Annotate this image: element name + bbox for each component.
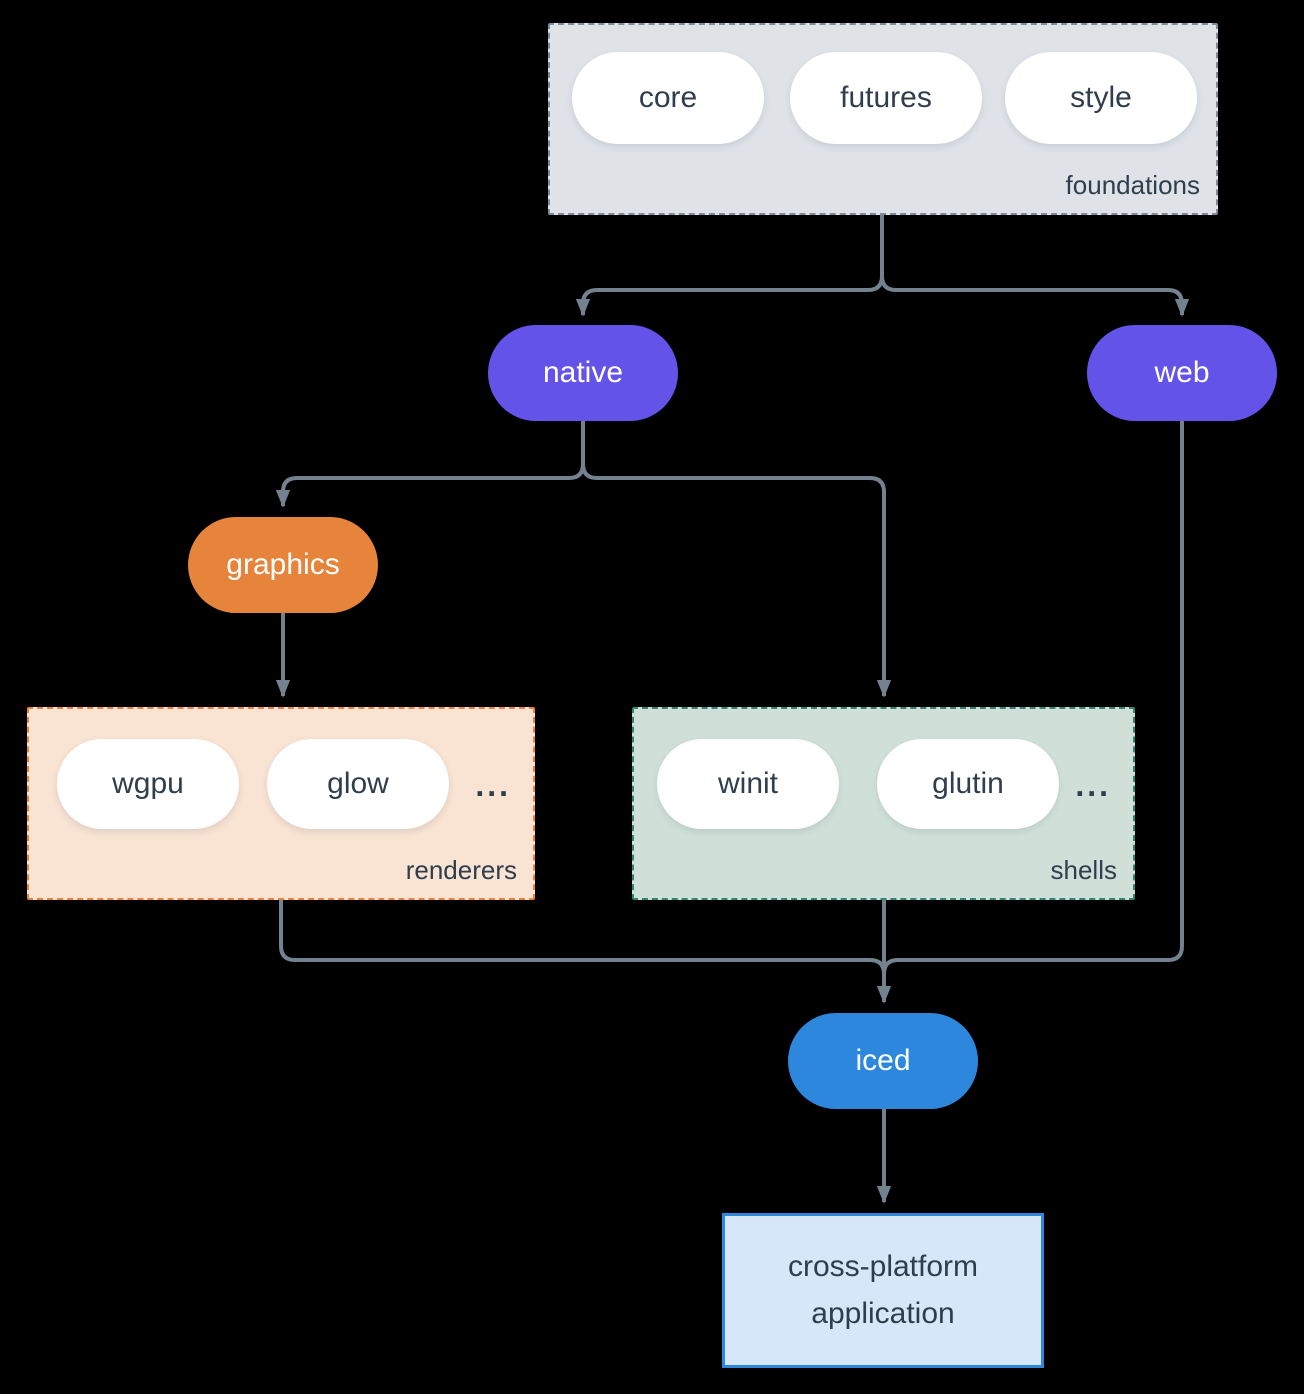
crate-winit-label: winit [717, 767, 778, 800]
renderers-group-label: renderers [405, 855, 517, 885]
node-native: native [488, 325, 678, 421]
node-iced: iced [788, 1013, 978, 1109]
cross-platform-application-label: cross-platform application [787, 1250, 979, 1330]
shells-group: winit glutin ... shells [632, 707, 1135, 900]
crate-wgpu: wgpu [57, 739, 239, 829]
crate-futures: futures [790, 52, 982, 144]
crate-style-label: style [1070, 81, 1132, 114]
crate-glutin: glutin [877, 739, 1059, 829]
node-graphics: graphics [188, 517, 378, 613]
crate-core-label: core [638, 81, 698, 114]
shells-group-label: shells [1050, 855, 1117, 885]
crate-winit: winit [657, 739, 839, 829]
node-web: web [1087, 325, 1277, 421]
edge-native-to-shells [581, 421, 892, 698]
node-graphics-label: graphics [226, 548, 340, 581]
crate-style: style [1005, 52, 1197, 144]
crate-glow: glow [267, 739, 449, 829]
node-iced-label: iced [855, 1044, 911, 1077]
renderers-ellipsis: ... [475, 767, 511, 803]
edge-foundations-to-web [880, 215, 1190, 317]
crate-core: core [572, 52, 764, 144]
edge-foundations-to-native [575, 215, 884, 317]
crate-wgpu-label: wgpu [112, 767, 184, 800]
renderers-group: wgpu glow ... renderers [27, 707, 535, 900]
edge-native-to-graphics [275, 421, 585, 508]
cross-platform-application-box: cross-platform application [722, 1213, 1044, 1368]
node-native-label: native [542, 356, 624, 389]
foundations-group-label: foundations [1065, 170, 1200, 200]
edge-renderers-to-merge [279, 900, 886, 975]
shells-ellipsis: ... [1075, 767, 1111, 803]
foundations-group: core futures style foundations [548, 23, 1218, 215]
crate-futures-label: futures [840, 81, 932, 114]
node-web-label: web [1154, 356, 1210, 389]
crate-glutin-label: glutin [932, 767, 1004, 800]
crate-glow-label: glow [327, 767, 389, 800]
